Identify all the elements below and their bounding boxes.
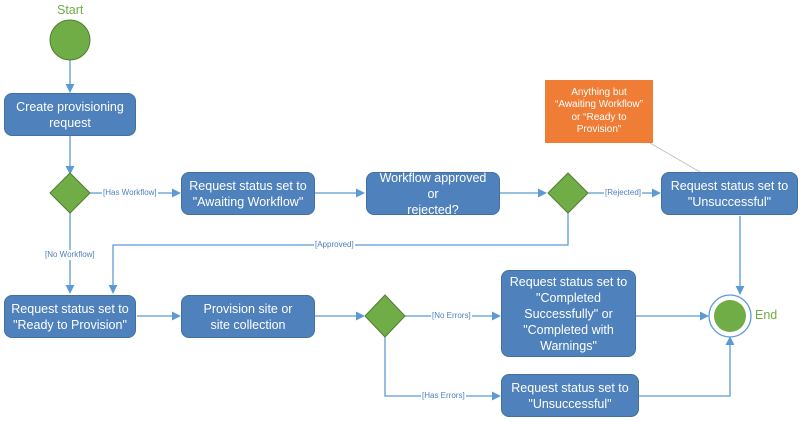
- node-line: Request status set to: [11, 301, 129, 316]
- edge-approved: [108, 213, 569, 294]
- node-ready-to-provision: Request status set to "Ready to Provisio…: [4, 295, 136, 338]
- note-line: “Awaiting Workflow”: [555, 99, 643, 110]
- node-line: Provision site or: [203, 301, 293, 316]
- start-node: [49, 19, 91, 61]
- node-line: Request status set to: [509, 274, 628, 289]
- node-provision-site: Provision site or site collection: [181, 295, 315, 338]
- guard-no-errors: [No Errors]: [431, 311, 472, 321]
- node-completed: Request status set to "Completed Success…: [501, 270, 636, 357]
- end-node: [714, 300, 746, 332]
- node-line: "Completed with: [523, 322, 614, 337]
- edge-has-errors: [384, 336, 501, 401]
- node-workflow-approved-or-rejected: Workflow approved or rejected?: [366, 170, 500, 217]
- edge-unsuccessful-bottom-to-end: [639, 336, 735, 397]
- note-line: Provision”: [576, 124, 622, 135]
- guard-approved: [Approved]: [314, 240, 355, 250]
- note-line: Anything but: [571, 86, 627, 98]
- node-unsuccessful-top: Request status set to "Unsuccessful": [661, 172, 798, 215]
- note-connector: [649, 142, 701, 173]
- node-line: Request status set to: [670, 178, 789, 193]
- node-line: rejected?: [407, 202, 459, 217]
- node-line: Request status set to: [511, 380, 629, 395]
- node-line: Request status set to: [189, 178, 307, 193]
- note-anything-but: Anything but “Awaiting Workflow” or “Rea…: [545, 80, 653, 143]
- node-line: "Awaiting Workflow": [192, 194, 304, 209]
- node-line: request: [49, 115, 91, 130]
- note-line: or “Ready to: [571, 111, 627, 123]
- node-unsuccessful-bottom: Request status set to "Unsuccessful": [501, 374, 639, 417]
- decision-approved-rejected: [547, 172, 589, 214]
- node-line: "Unsuccessful": [687, 194, 772, 209]
- node-line: Warnings": [540, 338, 597, 353]
- node-line: Successfully" or: [524, 306, 613, 321]
- decision-has-workflow: [49, 172, 91, 214]
- decision-errors: [364, 294, 406, 338]
- guard-has-errors: [Has Errors]: [421, 391, 466, 401]
- guard-rejected: [Rejected]: [604, 188, 643, 198]
- guard-no-workflow: [No Workflow]: [44, 250, 96, 260]
- node-line: "Completed: [536, 290, 601, 305]
- node-awaiting-workflow: Request status set to "Awaiting Workflow…: [181, 172, 315, 215]
- guard-has-workflow: [Has Workflow]: [102, 188, 158, 198]
- start-label: Start: [57, 3, 84, 17]
- node-line: "Unsuccessful": [528, 396, 612, 411]
- node-create-provisioning-request: Create provisioning request: [4, 93, 136, 136]
- node-line: "Ready to Provision": [13, 317, 127, 332]
- node-line: Workflow approved or: [379, 170, 487, 201]
- node-line: site collection: [210, 317, 286, 332]
- node-line: Create provisioning: [16, 99, 124, 114]
- end-label: End: [755, 308, 778, 322]
